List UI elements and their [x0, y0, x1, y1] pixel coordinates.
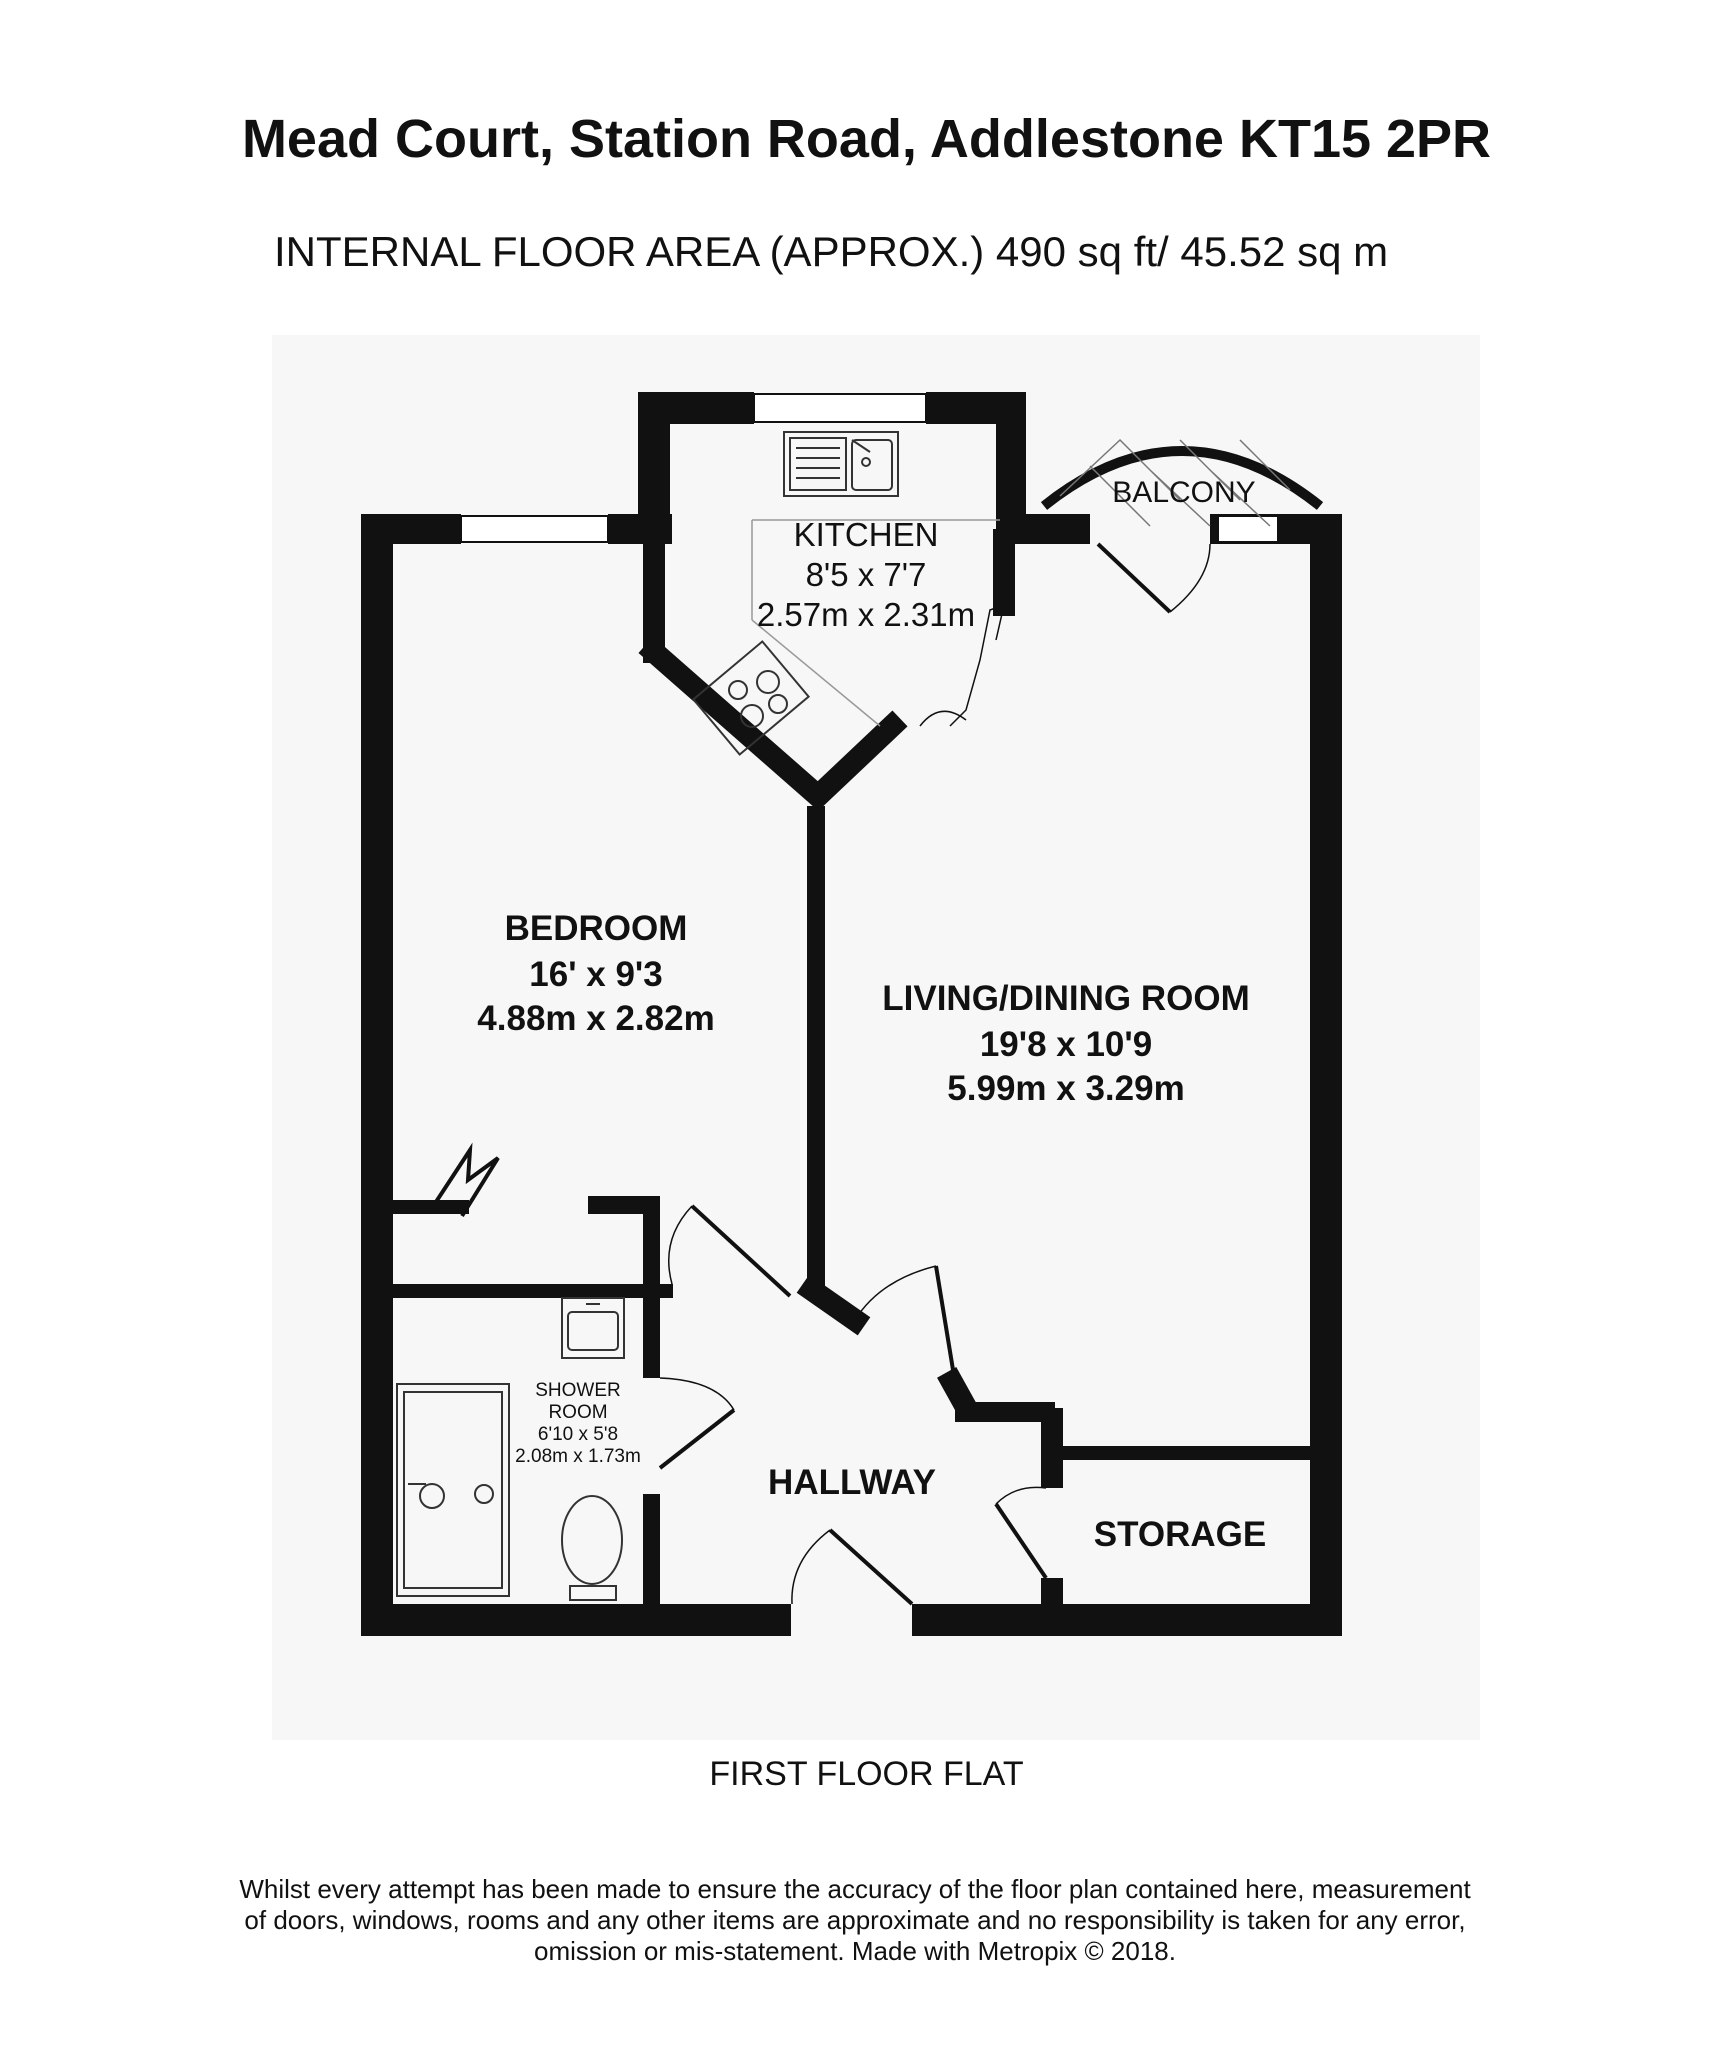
shower-name-1: SHOWER — [535, 1380, 621, 1401]
bedroom-metric: 4.88m x 2.82m — [477, 999, 714, 1038]
wall-kitchen-north-a — [638, 392, 754, 424]
toilet-bowl — [561, 1495, 623, 1585]
wall-shower-east-b — [643, 1494, 660, 1606]
window-kitchen — [753, 393, 927, 423]
kitchen-metric: 2.57m x 2.31m — [757, 596, 975, 633]
door-living-swing — [854, 1265, 937, 1321]
wall-shower-east-a — [643, 1298, 660, 1378]
shower-drain — [474, 1484, 494, 1504]
wall-storage-north — [1041, 1446, 1310, 1460]
wall-hall-living-stub — [937, 1367, 977, 1415]
floor-plan-background — [272, 335, 1480, 1740]
disclaimer-text: Whilst every attempt has been made to en… — [239, 1874, 1471, 1966]
bedroom-imperial: 16' x 9'3 — [529, 955, 662, 994]
toilet-cistern — [569, 1585, 617, 1601]
floor-area-label: INTERNAL FLOOR AREA (APPROX.) 490 sq ft/… — [274, 228, 1389, 275]
balcony-door — [1096, 542, 1172, 614]
door-storage-swing — [995, 1486, 1047, 1505]
living-metric: 5.99m x 3.29m — [947, 1069, 1184, 1108]
wall-hall-living — [955, 1402, 1055, 1422]
drainer — [789, 437, 847, 491]
hallway-name: HALLWAY — [768, 1463, 936, 1502]
shower-fixtures — [396, 1297, 625, 1601]
door-bedroom-swing — [668, 1205, 693, 1285]
sink-unit — [783, 431, 899, 497]
shower-imperial: 6'10 x 5'8 — [538, 1424, 618, 1445]
door-shower-swing — [659, 1377, 735, 1411]
sink-bowl — [851, 439, 893, 491]
door-storage — [994, 1502, 1048, 1580]
doors — [658, 603, 1048, 1606]
kitchen-angled-walls — [638, 529, 1015, 1415]
door-entrance — [828, 1528, 914, 1606]
door-entrance-swing — [791, 1529, 831, 1605]
balcony-name: BALCONY — [1112, 476, 1255, 509]
shower-tray — [396, 1383, 510, 1597]
wall-north-bedroom-a — [361, 514, 461, 544]
wall-south-right — [912, 1604, 1342, 1636]
storage-name: STORAGE — [1094, 1515, 1266, 1554]
window-living — [1217, 515, 1279, 543]
kitchen-imperial: 8'5 x 7'7 — [806, 556, 927, 593]
walls — [361, 392, 1342, 1636]
wall-wardrobe-b — [588, 1196, 660, 1214]
worktop-edge — [751, 619, 881, 727]
basin — [567, 1311, 619, 1351]
living-name: LIVING/DINING ROOM — [882, 979, 1250, 1018]
door-shower — [658, 1408, 736, 1470]
kitchen-name: KITCHEN — [794, 516, 939, 553]
shower-head — [419, 1483, 445, 1509]
room-labels: KITCHEN 8'5 x 7'7 2.57m x 2.31m BALCONY … — [477, 476, 1266, 1554]
windows — [460, 393, 1279, 543]
shower-name-2: ROOM — [548, 1402, 607, 1423]
door-bedroom — [690, 1204, 792, 1298]
wall-kitchen-south — [638, 636, 908, 811]
kitchen-fixtures — [691, 431, 1000, 756]
balcony-tiles — [1059, 438, 1291, 527]
wall-east — [1310, 514, 1342, 1636]
wall-bedroom-shower — [393, 1284, 673, 1298]
door-living — [934, 1265, 957, 1383]
bedroom-name: BEDROOM — [505, 909, 688, 948]
shower-tray-inner — [403, 1391, 503, 1589]
wall-south-left — [361, 1604, 791, 1636]
window-bedroom — [460, 515, 609, 543]
wall-storage-west-b — [1041, 1578, 1063, 1608]
balcony-rail — [1040, 446, 1324, 510]
sink-drain — [861, 457, 871, 467]
cupboard-marker — [430, 1142, 500, 1218]
hob — [691, 640, 811, 756]
door-kitchen-swing — [919, 710, 967, 727]
balcony — [1040, 438, 1324, 614]
wall-hall-corner — [796, 1274, 871, 1336]
hob-ring — [728, 680, 748, 700]
living-imperial: 19'8 x 10'9 — [980, 1025, 1152, 1064]
hob-ring — [768, 694, 788, 714]
sink-tap — [851, 439, 871, 453]
balcony-door-swing — [1169, 543, 1211, 613]
page-title: Mead Court, Station Road, Addlestone KT1… — [241, 109, 1492, 169]
hob-ring — [740, 704, 764, 728]
basin-unit — [561, 1297, 625, 1359]
wall-wardrobe-c — [643, 1196, 660, 1291]
floor-level-label: FIRST FLOOR FLAT — [709, 1755, 1024, 1793]
shower-metric: 2.08m x 1.73m — [515, 1446, 641, 1467]
wall-west — [361, 514, 393, 1636]
door-kitchen — [949, 603, 1006, 727]
wall-bedroom-living — [807, 806, 825, 1296]
hob-ring — [756, 670, 780, 694]
